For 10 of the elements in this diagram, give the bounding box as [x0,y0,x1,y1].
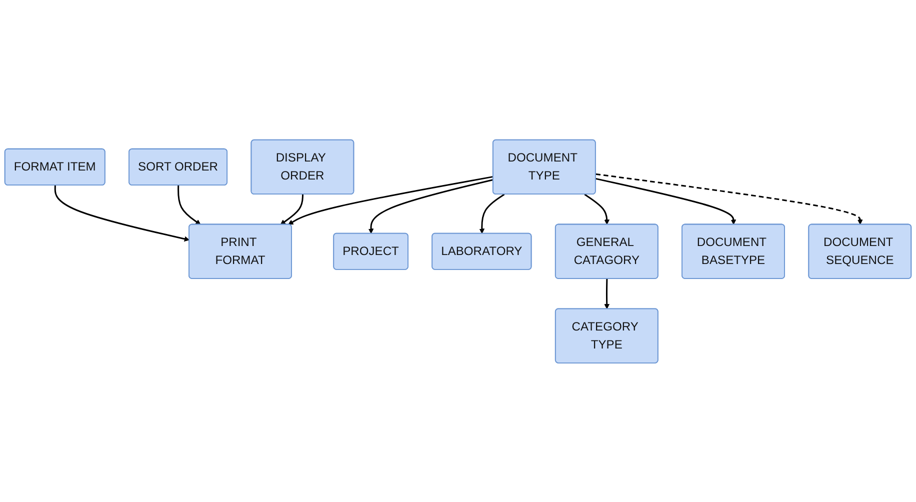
arrow [288,176,494,224]
arrow [178,184,201,224]
arrow [280,194,304,224]
arrow [368,178,494,234]
arrow [54,184,190,242]
arrow [479,193,505,234]
arrow [596,172,863,224]
arrow [604,278,610,309]
arrow [584,193,610,224]
arrow [596,178,736,224]
